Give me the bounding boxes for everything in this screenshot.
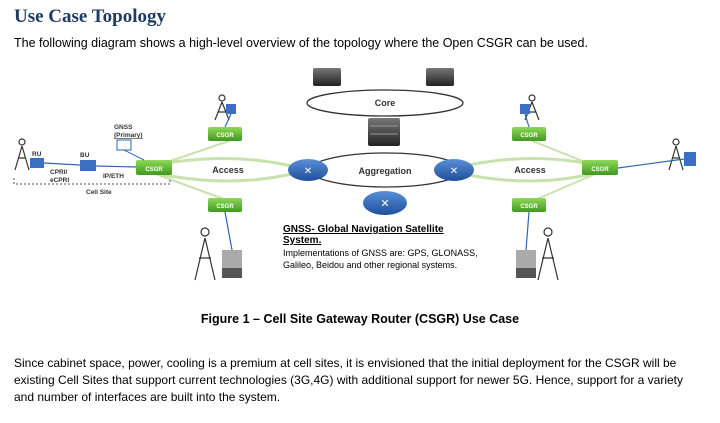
core-server-icon: [313, 68, 454, 146]
aggregation-label: Aggregation: [359, 166, 412, 176]
topology-diagram: ✕ ✕ ✕ CSGR CSGR CSGR CSGR CSGR CSGR: [13, 68, 696, 281]
cell-site-label: Cell Site: [86, 189, 112, 196]
ru-label: RU: [32, 151, 42, 158]
access-label-left: Access: [212, 165, 244, 175]
gnss-description: Implementations of GNSS are: GPS, GLONAS…: [283, 248, 478, 258]
cell-tower-icon: [14, 94, 684, 281]
tower-link: [224, 113, 685, 251]
svg-text:✕: ✕: [380, 198, 389, 210]
radio-unit-icon: [222, 104, 696, 278]
bu-label: BU: [80, 152, 90, 159]
cell-site-detail: [13, 139, 171, 185]
csgr-label: CSGR: [216, 204, 234, 210]
page-title: Use Case Topology: [14, 6, 167, 27]
body-paragraph: Since cabinet space, power, cooling is a…: [14, 356, 683, 404]
figure-caption: Figure 1 – Cell Site Gateway Router (CSG…: [200, 312, 520, 326]
svg-text:✕: ✕: [450, 166, 458, 177]
csgr-router-icon: [136, 127, 618, 212]
csgr-label: CSGR: [520, 204, 538, 210]
gnss-description-cont: Galileo, Beidou and other regional syste…: [283, 260, 457, 270]
gnss-label: GNSS: [114, 124, 133, 131]
svg-text:✕: ✕: [304, 166, 312, 177]
ecpri-label: eCPRI: [50, 177, 69, 184]
csgr-label: CSGR: [216, 133, 234, 139]
gnss-title-cont: System.: [283, 235, 322, 246]
core-ring: [306, 89, 464, 117]
cpri-label: CPRI/: [50, 169, 68, 176]
access-label-right: Access: [514, 165, 546, 175]
gnss-primary-label: (Primary): [114, 132, 143, 139]
gnss-title: GNSS- Global Navigation Satellite: [283, 224, 444, 235]
csgr-label: CSGR: [591, 167, 609, 173]
ipeth-label: IP/ETH: [103, 173, 124, 180]
intro-text: The following diagram shows a high-level…: [14, 36, 588, 50]
csgr-label: CSGR: [520, 133, 538, 139]
core-label: Core: [375, 98, 396, 108]
router-icon: ✕ ✕ ✕: [288, 159, 474, 215]
csgr-label: CSGR: [145, 167, 163, 173]
